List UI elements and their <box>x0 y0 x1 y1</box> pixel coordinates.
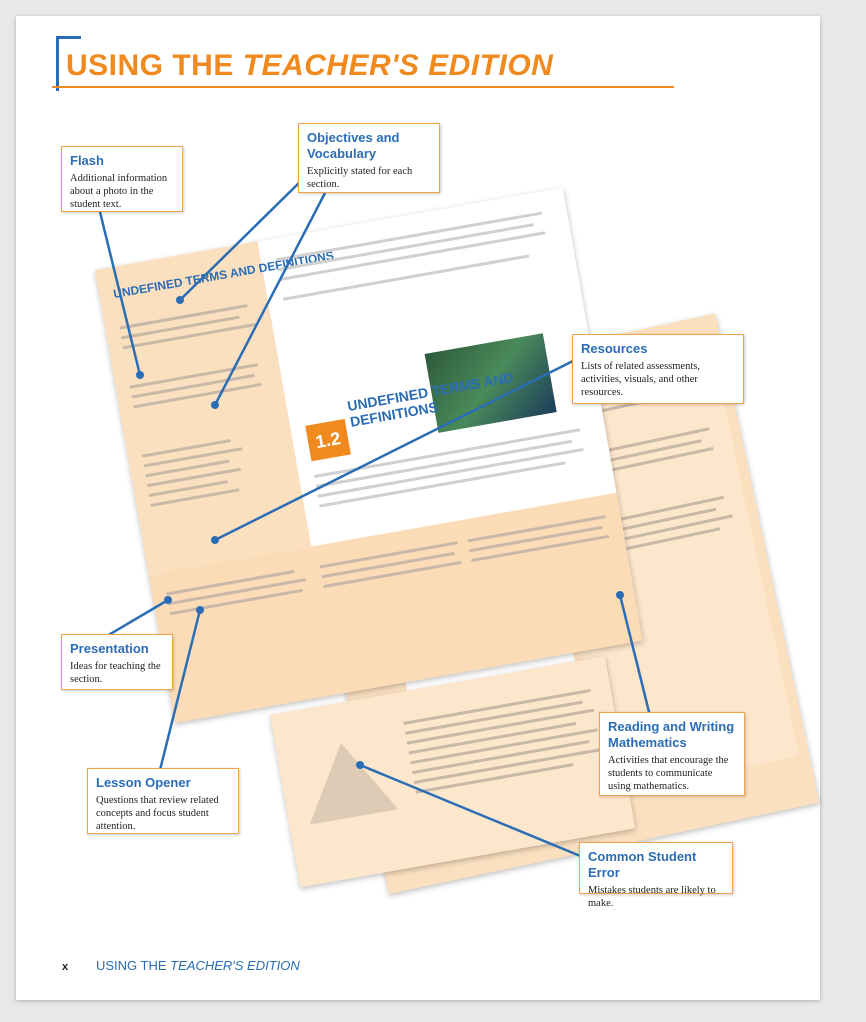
callout-objectives: Objectives and Vocabulary Explicitly sta… <box>298 123 440 193</box>
page-title: USING THE TEACHER'S EDITION <box>66 49 554 82</box>
objectives-connector-2 <box>213 192 327 406</box>
common-error-connector <box>359 763 591 862</box>
resources-connector <box>214 358 576 542</box>
callout-resources-heading: Resources <box>581 341 648 356</box>
callout-presentation-body: Ideas for teaching the section. <box>70 661 161 685</box>
callout-objectives-body: Explicitly stated for each section. <box>307 166 413 190</box>
callout-common-error-body: Mistakes students are likely to make. <box>588 885 716 909</box>
callout-flash: Flash Additional information about a pho… <box>61 146 183 212</box>
callout-resources-body: Lists of related assessments, activities… <box>581 361 700 398</box>
callout-resources: Resources Lists of related assessments, … <box>572 334 744 404</box>
callout-flash-heading: Flash <box>70 153 104 168</box>
lesson-opener-connector <box>158 609 202 771</box>
callout-common-error-heading: Common Student Error <box>588 849 697 880</box>
callout-lesson-opener-body: Questions that review related concepts a… <box>96 795 219 832</box>
callout-reading-writing: Reading and Writing Mathematics Activiti… <box>599 712 745 796</box>
objectives-connector-1 <box>179 176 306 301</box>
footer-page-number: x <box>62 961 69 973</box>
reading-writing-connector <box>618 594 652 717</box>
callout-common-error: Common Student Error Mistakes students a… <box>579 842 733 909</box>
title-bracket <box>56 36 81 91</box>
callout-reading-writing-heading: Reading and Writing Mathematics <box>608 719 735 750</box>
title-rule <box>52 86 674 88</box>
callout-reading-writing-body: Activities that encourage the students t… <box>608 755 729 792</box>
callout-presentation: Presentation Ideas for teaching the sect… <box>61 634 173 690</box>
callout-lesson-opener-heading: Lesson Opener <box>96 775 191 790</box>
callout-presentation-heading: Presentation <box>70 641 149 656</box>
callout-lesson-opener: Lesson Opener Questions that review rela… <box>87 768 239 834</box>
footer-title: USING THE TEACHER'S EDITION <box>96 958 300 973</box>
flash-connector <box>98 211 142 376</box>
presentation-connector <box>99 598 169 642</box>
callout-objectives-heading: Objectives and Vocabulary <box>307 130 400 161</box>
callout-flash-body: Additional information about a photo in … <box>70 173 168 210</box>
